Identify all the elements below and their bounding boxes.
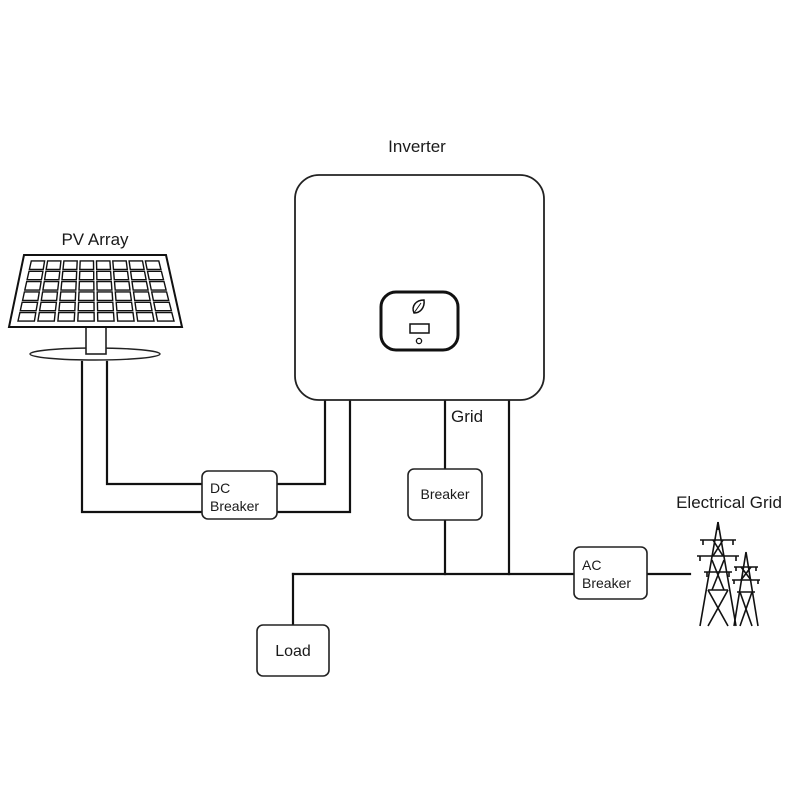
panel-cell — [129, 270, 147, 281]
panel-cells — [17, 260, 175, 322]
panel-cell — [37, 311, 56, 322]
panel-cell — [77, 301, 95, 312]
panel-cell — [144, 260, 162, 271]
dc-wire-inner — [105, 360, 327, 486]
panel-cell — [96, 291, 114, 302]
panel-cell — [58, 301, 76, 312]
transmission-tower-icon — [697, 521, 760, 627]
load-label: Load — [275, 643, 311, 660]
dc-breaker[interactable]: DC Breaker — [201, 470, 278, 520]
grid-breaker[interactable]: Breaker — [407, 468, 483, 521]
solar-panel-icon — [7, 254, 184, 361]
inverter-display-panel — [379, 290, 460, 352]
panel-cell — [21, 291, 41, 302]
panel-cell — [40, 291, 59, 302]
panel-cell — [155, 311, 175, 322]
dc-breaker-box[interactable] — [201, 470, 278, 520]
panel-cell — [23, 280, 42, 291]
panel-cell — [28, 260, 46, 271]
dc-breaker-label-line1: DC — [210, 480, 230, 496]
panel-cell — [62, 260, 78, 271]
panel-cell — [96, 301, 115, 312]
leaf-icon — [412, 299, 425, 314]
ac-breaker[interactable]: AC Breaker — [573, 546, 648, 600]
panel-cell — [95, 270, 112, 281]
panel-cell — [131, 280, 149, 291]
load[interactable]: Load — [256, 624, 330, 677]
panel-cell — [96, 280, 113, 291]
panel-cell — [128, 260, 145, 271]
panel-cell — [112, 270, 130, 281]
panel-cell — [43, 270, 61, 281]
panel-cell — [78, 280, 95, 291]
panel-cell — [152, 301, 173, 312]
panel-cell — [95, 260, 112, 271]
panel-cell — [96, 311, 115, 322]
inverter-body — [294, 174, 545, 401]
panel-cell — [42, 280, 60, 291]
panel-cell — [38, 301, 58, 312]
panel-cell — [77, 291, 95, 302]
inverter — [294, 174, 545, 401]
panel-cell — [77, 311, 95, 322]
panel-cell — [113, 280, 131, 291]
panel-cell — [26, 270, 44, 281]
panel-cell — [134, 301, 153, 312]
panel-cell — [59, 291, 77, 302]
dc-breaker-label-line2: Breaker — [210, 498, 259, 514]
panel-cell — [114, 291, 133, 302]
grid-label: Grid — [451, 407, 483, 426]
panel-cell — [150, 291, 170, 302]
ac-breaker-box[interactable] — [573, 546, 648, 600]
ac-breaker-label-line1: AC — [582, 557, 601, 573]
load-box[interactable] — [256, 624, 330, 677]
panel-cell — [79, 260, 95, 271]
panel-post — [85, 325, 107, 355]
panel-cell — [57, 311, 76, 322]
inverter-screen — [409, 323, 430, 334]
ac-breaker-label-line2: Breaker — [582, 575, 631, 591]
panel-cell — [112, 260, 129, 271]
panel-cell — [115, 301, 134, 312]
inverter-button — [415, 337, 423, 345]
panel-cell — [78, 270, 95, 281]
panel-cell — [148, 280, 167, 291]
pv-array-title: PV Array — [61, 230, 129, 249]
panel-cell — [45, 260, 62, 271]
panel-cell — [19, 301, 39, 312]
electrical-grid-title: Electrical Grid — [676, 493, 782, 512]
panel-cell — [60, 280, 77, 291]
panel-cell — [135, 311, 155, 322]
panel-cell — [116, 311, 135, 322]
panel-cell — [61, 270, 78, 281]
panel-cell — [132, 291, 151, 302]
panel-cell — [17, 311, 37, 322]
grid-breaker-label: Breaker — [420, 486, 469, 502]
inverter-title: Inverter — [388, 137, 446, 156]
small-tower — [732, 551, 760, 627]
panel-cell — [146, 270, 165, 281]
grid-breaker-box[interactable] — [407, 468, 483, 521]
large-tower — [697, 521, 739, 627]
